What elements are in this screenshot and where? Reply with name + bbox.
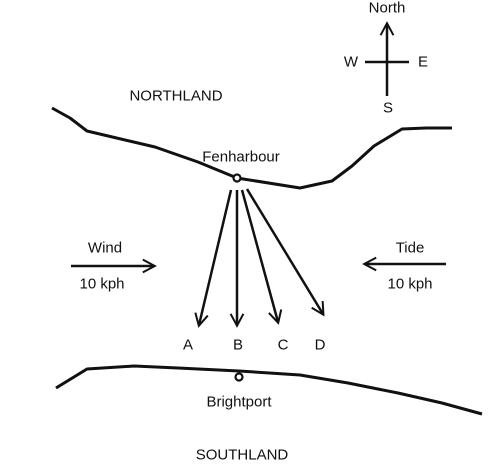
- route-label-c: C: [277, 336, 289, 354]
- route-arrow-d: [245, 188, 325, 317]
- route-label-a: A: [182, 336, 194, 354]
- tide-speed-label: 10 kph: [387, 275, 433, 293]
- northland-label: NORTHLAND: [129, 87, 223, 105]
- route-label-d: D: [314, 336, 326, 354]
- fenharbour-marker: [232, 173, 242, 183]
- compass-south-label: S: [382, 99, 394, 117]
- tide-label: Tide: [395, 239, 425, 257]
- compass-north-label: North: [368, 0, 406, 17]
- route-label-b: B: [232, 336, 244, 354]
- route-arrow-c: [240, 189, 283, 325]
- fenharbour-label: Fenharbour: [202, 148, 280, 166]
- wind-label: Wind: [87, 239, 123, 257]
- compass-east-label: E: [417, 53, 429, 71]
- northland-coastline: [51, 106, 452, 190]
- route-arrow-a: [194, 189, 233, 328]
- brightport-marker: [234, 372, 244, 382]
- wind-speed-label: 10 kph: [79, 275, 125, 293]
- compass-west-label: W: [343, 53, 359, 71]
- southland-coastline: [55, 364, 483, 416]
- route-arrows: [194, 188, 325, 328]
- compass-icon: [365, 21, 409, 96]
- southland-label: SOUTHLAND: [195, 446, 289, 464]
- brightport-label: Brightport: [206, 393, 272, 411]
